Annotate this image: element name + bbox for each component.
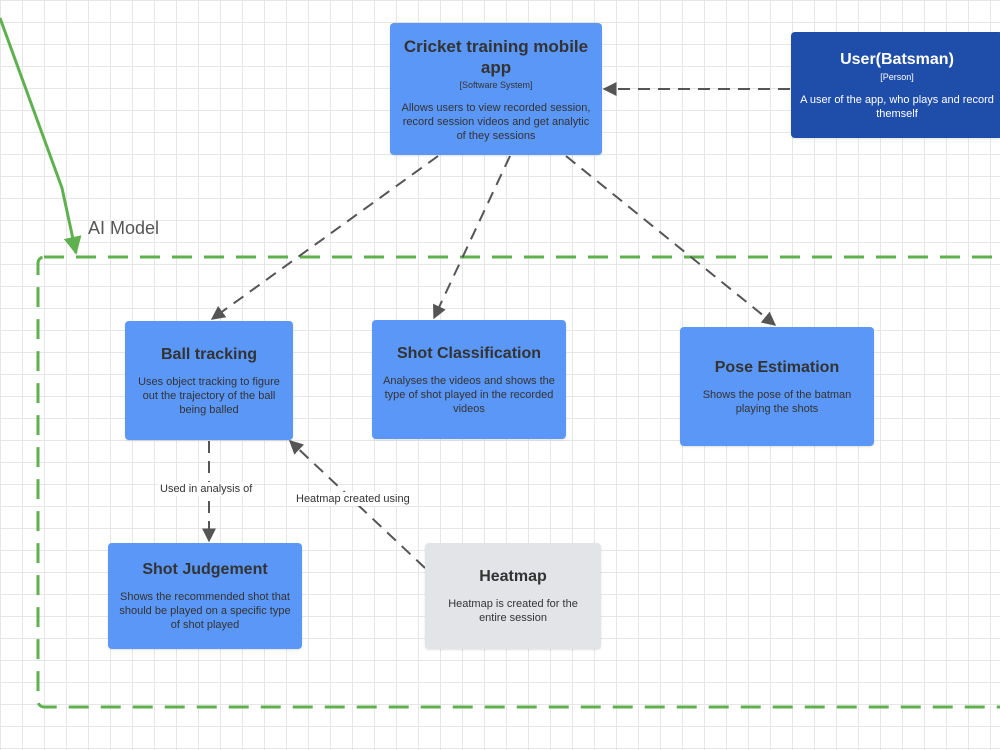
node-description: Shows the pose of the batman playing the… (702, 388, 852, 415)
node-cricket-training-app[interactable]: Cricket training mobile app [Software Sy… (390, 23, 602, 155)
node-tag: [Person] (880, 71, 914, 82)
edge-label-heatmap-created-using: Heatmap created using (294, 492, 412, 506)
node-description: Allows users to view recorded session, r… (401, 101, 591, 142)
node-description: A user of the app, who plays and record … (800, 93, 994, 120)
node-shot-judgement[interactable]: Shot Judgement Shows the recommended sho… (108, 543, 302, 649)
node-pose-estimation[interactable]: Pose Estimation Shows the pose of the ba… (680, 327, 874, 446)
edge-label-used-in-analysis: Used in analysis of (158, 482, 255, 496)
incoming-green-arrow[interactable] (0, 17, 82, 255)
edge-app-to-shot-classification[interactable] (433, 155, 511, 320)
node-title: Cricket training mobile app (403, 36, 589, 77)
node-title: Pose Estimation (714, 358, 840, 376)
node-title: Shot Classification (396, 344, 542, 362)
node-description: Heatmap is created for the entire sessio… (448, 598, 578, 624)
ai-model-group-boundary[interactable] (36, 255, 1000, 709)
node-ball-tracking[interactable]: Ball tracking Uses object tracking to fi… (125, 321, 293, 440)
node-description: Uses object tracking to figure out the t… (138, 375, 280, 416)
ai-model-group-label: AI Model (88, 218, 160, 238)
edge-app-to-pose-estimation[interactable] (565, 155, 777, 326)
node-user-batsman[interactable]: User(Batsman) [Person] A user of the app… (791, 32, 1000, 138)
node-title: User(Batsman) (840, 50, 954, 68)
node-title: Shot Judgement (142, 561, 268, 578)
node-description: Shows the recommended shot that should b… (119, 591, 291, 631)
edge-heatmap-to-ball-tracking[interactable] (288, 440, 426, 569)
node-heatmap[interactable]: Heatmap Heatmap is created for the entir… (425, 543, 601, 649)
node-title: Ball tracking (160, 345, 258, 363)
node-shot-classification[interactable]: Shot Classification Analyses the videos … (372, 320, 566, 439)
edge-app-to-ball-tracking[interactable] (210, 155, 439, 320)
node-description: Analyses the videos and shows the type o… (383, 374, 555, 415)
node-tag: [Software System] (459, 79, 533, 90)
node-title: Heatmap (479, 568, 547, 585)
